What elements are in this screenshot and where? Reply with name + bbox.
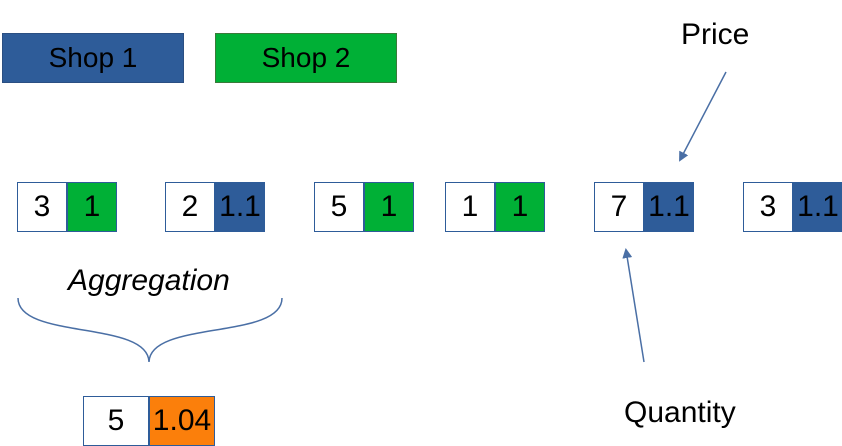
legend-shop-1-label: Shop 1	[48, 42, 138, 73]
aggregated-price: 1.04	[149, 396, 215, 446]
price-arrow	[679, 71, 727, 162]
record-1-price: 1	[67, 182, 117, 232]
record-5: 7 1.1	[594, 182, 694, 232]
record-6-quantity: 3	[743, 182, 793, 232]
record-6: 3 1.1	[743, 182, 842, 232]
record-3-quantity: 5	[314, 182, 364, 232]
record-4: 1 1	[445, 182, 545, 232]
aggregation-brace	[17, 297, 283, 363]
aggregation-label: Aggregation	[68, 264, 230, 297]
record-5-quantity: 7	[594, 182, 644, 232]
record-6-price: 1.1	[793, 182, 842, 232]
aggregated-quantity: 5	[83, 396, 149, 446]
price-label: Price	[681, 18, 750, 51]
legend-shop-1: Shop 1	[2, 33, 184, 83]
record-5-price: 1.1	[644, 182, 694, 232]
record-2-price: 1.1	[215, 182, 265, 232]
record-2: 2 1.1	[165, 182, 265, 232]
record-1: 3 1	[17, 182, 117, 232]
record-4-price: 1	[495, 182, 545, 232]
record-2-quantity: 2	[165, 182, 215, 232]
legend-shop-2: Shop 2	[215, 33, 397, 83]
record-1-quantity: 3	[17, 182, 67, 232]
legend-shop-2-label: Shop 2	[261, 42, 351, 73]
quantity-arrow	[622, 248, 645, 363]
quantity-label: Quantity	[624, 396, 736, 429]
record-3-price: 1	[364, 182, 414, 232]
record-4-quantity: 1	[445, 182, 495, 232]
aggregated-result: 5 1.04	[83, 396, 215, 446]
record-3: 5 1	[314, 182, 414, 232]
